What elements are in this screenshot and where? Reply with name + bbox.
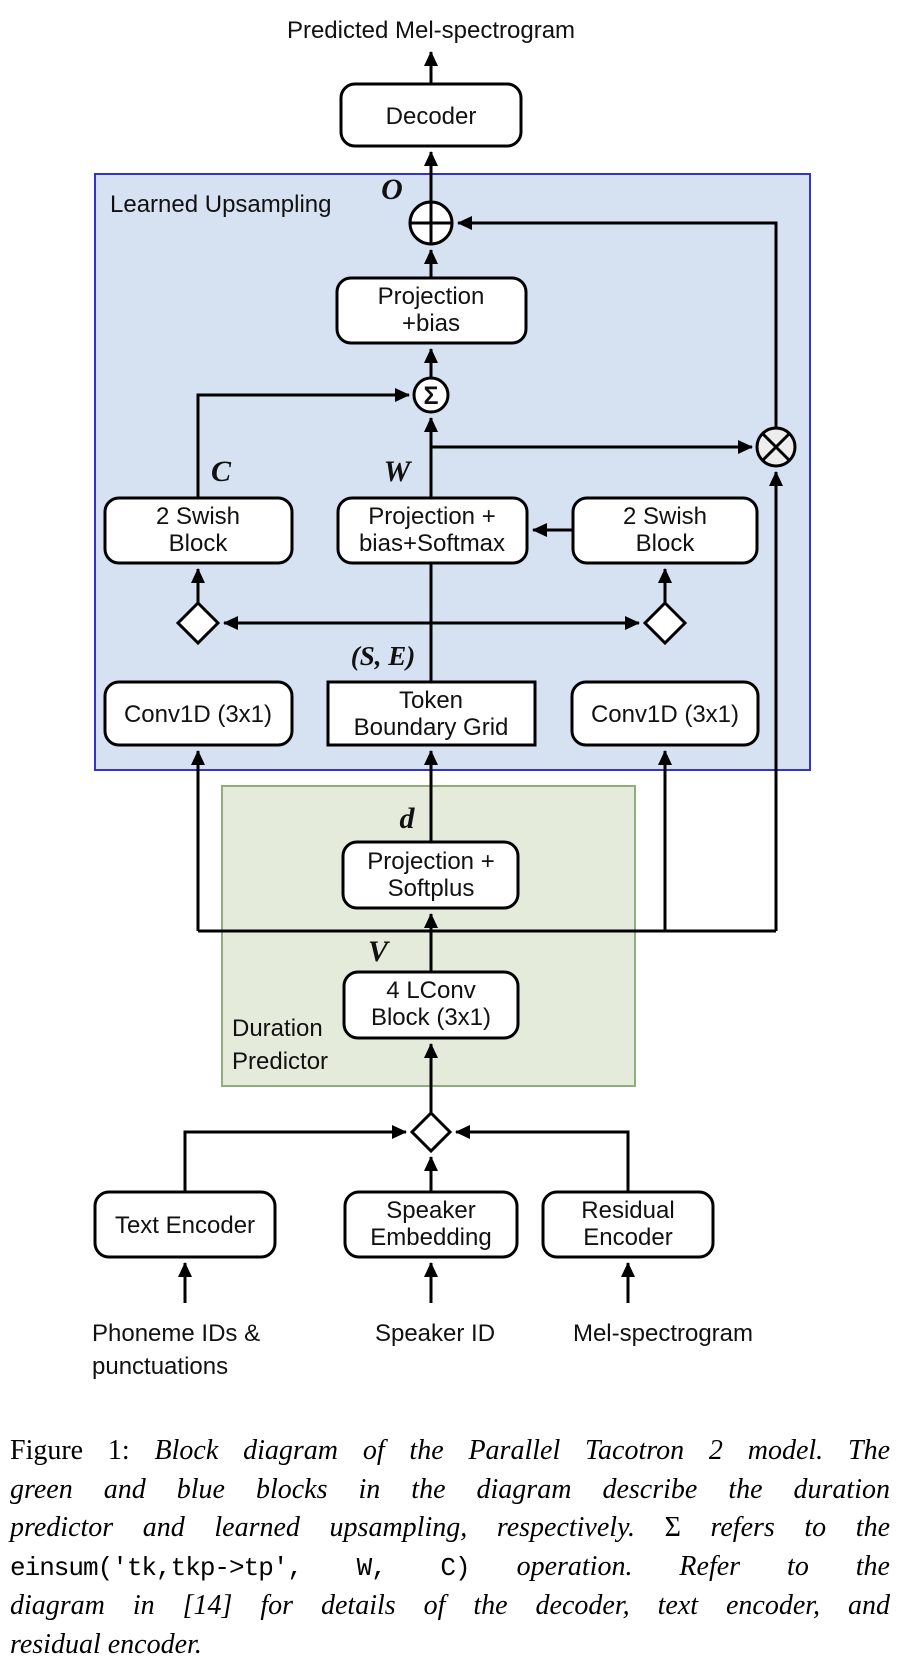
lconv-label-1: 4 LConv xyxy=(386,977,475,1004)
lconv-block-box: 4 LConv Block (3x1) xyxy=(342,970,520,1040)
caption-line-2: green and blue blocks in the diagram des… xyxy=(10,1473,890,1505)
learned-upsampling-region xyxy=(94,173,811,771)
phoneme-input-label-1: Phoneme IDs & xyxy=(92,1320,260,1347)
var-c-label: C xyxy=(211,455,232,488)
token-boundary-grid-label-1: Token xyxy=(399,687,463,714)
swish-left-label-2: Block xyxy=(169,530,229,557)
duration-predictor-label-2: Predictor xyxy=(232,1048,328,1075)
caption-sigma: Σ xyxy=(664,1512,681,1543)
token-boundary-grid-box: Token Boundary Grid xyxy=(326,680,537,747)
caption-line-6: residual encoder. xyxy=(10,1628,202,1660)
var-d-label: d xyxy=(400,802,416,835)
projection-softplus-label-2: Softplus xyxy=(388,875,475,902)
decoder-box: Decoder xyxy=(339,82,523,148)
var-o-label: O xyxy=(381,173,403,206)
swish-block-right-box: 2 Swish Block xyxy=(571,496,759,565)
projection-bias-box: Projection +bias xyxy=(335,276,528,345)
caption-einsum-code: einsum('tk,tkp->tp', W, C) xyxy=(10,1552,471,1583)
text-encoder-label: Text Encoder xyxy=(115,1212,255,1239)
residual-encoder-label-2: Encoder xyxy=(583,1224,672,1251)
text-encoder-box: Text Encoder xyxy=(93,1190,277,1259)
swish-right-label-2: Block xyxy=(636,530,696,557)
speaker-embedding-label-2: Embedding xyxy=(370,1224,491,1251)
edge-residualencoder-to-concat xyxy=(455,1125,630,1192)
swish-left-label-1: 2 Swish xyxy=(156,503,240,530)
edge-c-to-sigma xyxy=(196,388,410,498)
circled-plus-node xyxy=(408,200,454,246)
projection-bias-softmax-label-1: Projection + xyxy=(368,503,495,530)
concat-diamond-bottom xyxy=(409,1110,453,1154)
caption-line-5: diagram in [14] for details of the decod… xyxy=(10,1590,890,1621)
edge-otimes-to-oplus xyxy=(457,216,778,428)
figure-caption: Figure 1: Block diagram of the Parallel … xyxy=(10,1432,890,1664)
speaker-id-input-label: Speaker ID xyxy=(375,1320,495,1347)
figure-number-label: Figure 1: xyxy=(10,1435,130,1466)
circled-times-node xyxy=(755,426,797,468)
caption-line-1: Figure 1: Block diagram of the Parallel … xyxy=(10,1432,890,1471)
learned-upsampling-label: Learned Upsampling xyxy=(110,191,331,218)
swish-block-left-box: 2 Swish Block xyxy=(103,496,294,565)
speaker-embedding-label-1: Speaker xyxy=(386,1197,475,1224)
concat-diamond-left xyxy=(175,600,221,646)
conv1d-right-box: Conv1D (3x1) xyxy=(570,680,760,747)
mel-input-label: Mel-spectrogram xyxy=(573,1320,753,1347)
conv1d-left-label: Conv1D (3x1) xyxy=(124,701,272,728)
swish-right-label-1: 2 Swish xyxy=(623,503,707,530)
sum-symbol: Σ xyxy=(423,382,438,410)
projection-bias-label-2: +bias xyxy=(402,310,460,337)
lconv-label-2: Block (3x1) xyxy=(371,1004,491,1031)
projection-bias-softmax-label-2: bias+Softmax xyxy=(359,530,505,557)
phoneme-input-label-2: punctuations xyxy=(92,1353,228,1380)
projection-bias-softmax-box: Projection + bias+Softmax xyxy=(336,496,529,565)
block-diagram: Σ Decoder Projection +bias 2 Swish Block… xyxy=(92,17,811,1380)
caption-line-3: predictor and learned upsampling, respec… xyxy=(10,1509,890,1548)
caption-text-3c: refers to the xyxy=(710,1512,891,1543)
projection-softplus-box: Projection + Softplus xyxy=(341,840,520,910)
token-boundary-grid-label-2: Boundary Grid xyxy=(354,714,509,741)
conv1d-left-box: Conv1D (3x1) xyxy=(103,680,294,747)
caption-text-1: Block diagram of the Parallel Tacotron 2… xyxy=(154,1435,891,1466)
conv1d-right-label: Conv1D (3x1) xyxy=(591,701,739,728)
speaker-embedding-box: Speaker Embedding xyxy=(343,1190,519,1259)
residual-encoder-box: Residual Encoder xyxy=(541,1190,715,1259)
var-se-label: (S, E) xyxy=(351,641,416,671)
projection-bias-label-1: Projection xyxy=(378,283,485,310)
var-v-label: V xyxy=(368,935,391,968)
predicted-mel-label: Predicted Mel-spectrogram xyxy=(287,17,575,44)
duration-predictor-label-1: Duration xyxy=(232,1015,323,1042)
decoder-label: Decoder xyxy=(386,103,477,130)
caption-text-3a: predictor and learned upsampling, respec… xyxy=(10,1512,635,1543)
projection-softplus-label-1: Projection + xyxy=(367,848,494,875)
var-w-label: W xyxy=(384,455,413,488)
sum-einsum-node: Σ xyxy=(412,376,450,414)
edge-textencoder-to-concat xyxy=(183,1125,407,1192)
caption-line-4: einsum('tk,tkp->tp', W, C) operation. Re… xyxy=(10,1548,890,1588)
residual-encoder-label-1: Residual xyxy=(581,1197,674,1224)
caption-text-4: operation. Refer to the xyxy=(516,1550,890,1582)
concat-diamond-right xyxy=(642,600,688,646)
